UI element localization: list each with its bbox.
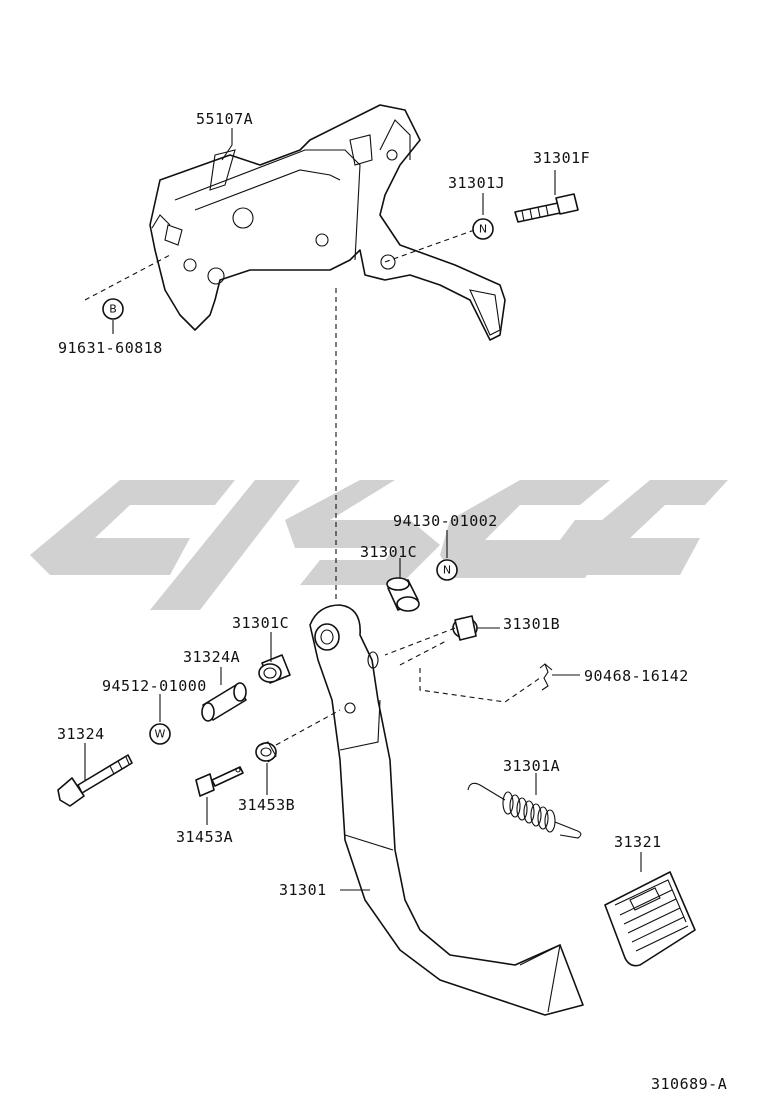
label-90468-16142: 90468-16142 (584, 667, 689, 685)
diagram-id: 310689-A (651, 1075, 727, 1093)
marker-N-lower: N (436, 559, 458, 581)
label-31301C-lower: 31301C (232, 614, 289, 632)
label-31301A: 31301A (503, 757, 560, 775)
collar-31301C-upper (386, 577, 420, 612)
watermark-logo (30, 480, 728, 610)
label-91631-60818: 91631-60818 (58, 339, 163, 357)
spring-31301A (467, 782, 582, 839)
clutch-pedal-31301 (309, 604, 584, 1016)
bushing-31301B (452, 615, 478, 641)
label-31453A: 31453A (176, 828, 233, 846)
marker-B: B (102, 298, 124, 320)
label-94512-01000: 94512-01000 (102, 677, 207, 695)
bolt-31301F (514, 193, 579, 223)
label-55107A: 55107A (196, 110, 253, 128)
part-labels: 55107A 31301F 31301J 91631-60818 94130-0… (57, 110, 727, 1093)
label-31301C-upper: 31301C (360, 543, 417, 561)
label-31301F: 31301F (533, 149, 590, 167)
pin-31453A (195, 766, 244, 797)
pedal-pad-31321 (604, 871, 696, 967)
svg-text:N: N (443, 564, 451, 577)
label-31301J: 31301J (448, 174, 505, 192)
label-94130-01002: 94130-01002 (393, 512, 498, 530)
bolt-31324 (57, 754, 133, 807)
label-31321: 31321 (614, 833, 662, 851)
label-31301B: 31301B (503, 615, 560, 633)
label-31324: 31324 (57, 725, 105, 743)
assembly-guide-lines (84, 227, 541, 746)
pedal-bracket-55107A (149, 104, 506, 341)
marker-W: W (149, 723, 171, 745)
svg-text:B: B (109, 303, 117, 316)
clip-90468-16142 (539, 663, 553, 691)
label-31301: 31301 (279, 881, 327, 899)
svg-text:W: W (155, 728, 166, 741)
svg-text:N: N (479, 223, 487, 236)
label-31453B: 31453B (238, 796, 295, 814)
collar-31301C-lower (258, 654, 291, 684)
label-31324A: 31324A (183, 648, 240, 666)
pipe-31324A (201, 682, 247, 722)
leader-lines (84, 128, 642, 891)
collar-31453B (255, 741, 277, 763)
marker-N-upper: N (472, 218, 494, 240)
